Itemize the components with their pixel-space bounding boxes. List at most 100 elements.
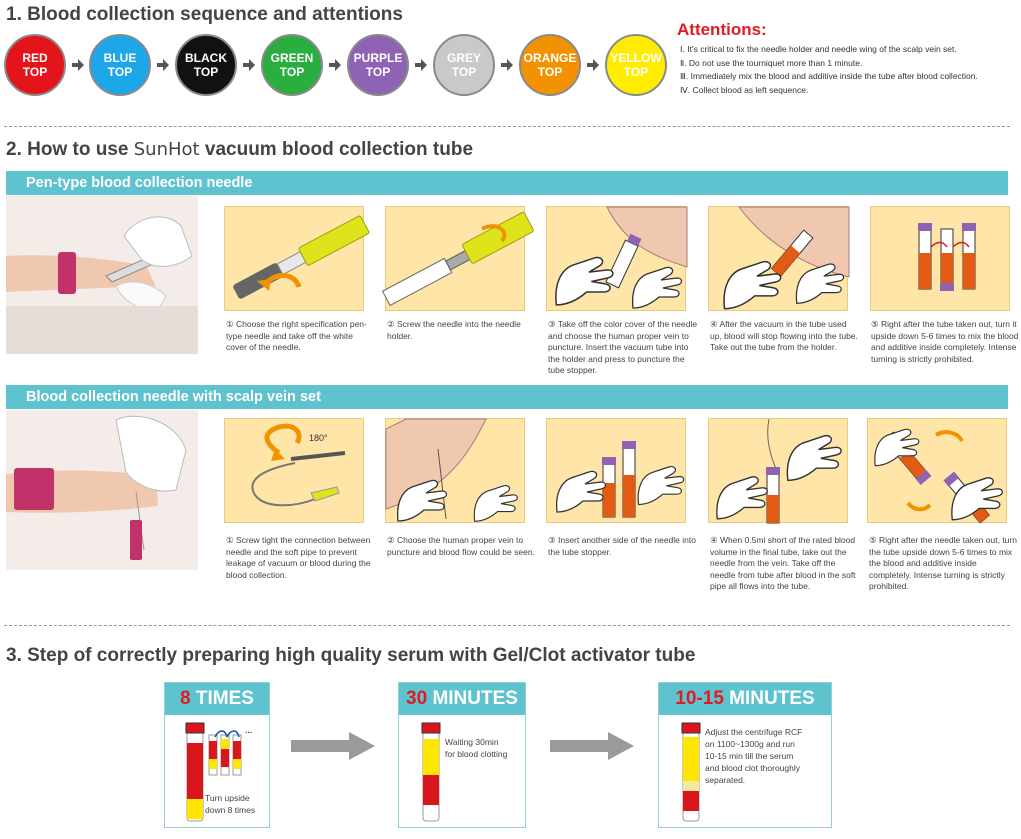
tube-label-line1: GREEN	[270, 51, 314, 65]
scalp-step-4-caption: ④ When 0.5ml short of the rated blood vo…	[710, 535, 856, 592]
scalp-step-1-caption: ① Screw tight the connection between nee…	[226, 535, 371, 580]
pen-step-3-caption: ③ Take off the color cover of the needle…	[548, 319, 698, 376]
pen-type-photo	[6, 196, 198, 354]
scalp-step-2-image	[385, 418, 525, 523]
arrow-right-icon	[157, 59, 169, 71]
serum-step-caption: down 8 times	[205, 805, 256, 815]
serum-step-unit: MINUTES	[723, 688, 815, 709]
divider	[4, 625, 1010, 626]
section-2-title: 2. How to use SunHot vacuum blood collec…	[6, 139, 473, 161]
tube-label-line1: YELLOW	[610, 51, 662, 65]
attentions-title: Attentions:	[677, 20, 767, 39]
pen-step-2-image	[381, 206, 534, 311]
attention-item: Ⅳ. Collect blood as left sequence.	[680, 84, 809, 95]
pen-step-1-image	[224, 206, 370, 311]
scalp-vein-photo	[6, 410, 198, 570]
scalp-step-1-image: 180°	[224, 418, 364, 523]
serum-step-number: 10-15	[675, 688, 724, 709]
serum-step-header: 10-15 MINUTES	[659, 683, 831, 715]
serum-step-number: 30	[406, 688, 428, 709]
tube-label-line1: BLACK	[185, 51, 227, 65]
serum-step-caption: Turn upside	[205, 793, 250, 803]
tube-label-line2: TOP	[193, 65, 219, 79]
tube-label-line1: PURPLE	[353, 51, 403, 65]
serum-step-header: 8 TIMES	[165, 683, 269, 715]
scalp-step-2-caption: ② Choose the human proper vein to punctu…	[387, 535, 535, 557]
pen-step-3-image	[546, 206, 688, 311]
pen-step-5-image	[870, 206, 1010, 311]
serum-step-8-times: 8 TIMES ... Turn upside down 8 times	[164, 682, 270, 828]
serum-step-caption: 10-15 min till the serum	[705, 751, 794, 761]
serum-step-caption: Waiting 30min	[445, 737, 499, 747]
serum-step-number: 8	[180, 688, 191, 709]
attention-item: Ⅰ. It's critical to fix the needle holde…	[680, 44, 957, 54]
section-2-title-a: 2. How to use	[6, 139, 134, 160]
tube-label-line2: TOP	[623, 65, 649, 79]
serum-step-30-minutes: 30 MINUTES Waiting 30min for blood clott…	[398, 682, 526, 828]
pen-step-2-caption: ② Screw the needle into the needle holde…	[387, 319, 521, 341]
scalp-step-3-caption: ③ Insert another side of the needle into…	[548, 535, 696, 557]
attention-item: Ⅲ. Immediately mix the blood and additiv…	[680, 71, 978, 82]
serum-step-caption: Adjust the centrifuge RCF	[705, 727, 803, 737]
serum-step-caption: separated.	[705, 775, 746, 785]
attentions-list: Ⅰ. It's critical to fix the needle holde…	[680, 43, 978, 97]
serum-step-caption: for blood clotting	[445, 749, 508, 759]
section-3-title: 3. Step of correctly preparing high qual…	[6, 645, 696, 666]
arrow-right-icon	[501, 59, 513, 71]
tube-label-line2: TOP	[107, 65, 133, 79]
tube-label-line2: TOP	[279, 65, 305, 79]
scalp-vein-band: Blood collection needle with scalp vein …	[6, 385, 1008, 409]
arrow-right-icon	[329, 59, 341, 71]
scalp-step-3-image	[546, 418, 686, 523]
section-2-title-b: vacuum blood collection tube	[199, 139, 474, 160]
scalp-step-5-caption: ⑤ Right after the needle taken out, turn…	[869, 535, 1017, 592]
scalp-step-5-image	[867, 418, 1007, 524]
serum-step-unit: MINUTES	[427, 688, 518, 709]
pen-step-5-caption: ⑤ Right after the tube taken out, turn i…	[871, 319, 1019, 364]
arrow-right-icon	[243, 59, 255, 71]
tube-label-line1: ORANGE	[523, 51, 577, 65]
arrow-right-icon	[415, 59, 427, 71]
tube-label-line1: RED	[22, 51, 48, 65]
more-dots: ...	[245, 725, 253, 735]
serum-step-unit: TIMES	[190, 688, 254, 709]
pen-step-1-caption: ① Choose the right specification pen-typ…	[226, 319, 367, 353]
serum-step-caption: and blood clot thoroughly	[705, 763, 800, 773]
arrow-right-icon	[587, 59, 599, 71]
pen-type-band: Pen-type blood collection needle	[6, 171, 1008, 195]
pen-step-4-caption: ④ After the vacuum in the tube used up, …	[710, 319, 858, 353]
serum-step-10-15-minutes: 10-15 MINUTES Adjust the centrifuge RCF …	[658, 682, 832, 828]
scalp-step-4-image	[708, 418, 848, 524]
arrow-right-icon	[291, 732, 375, 760]
serum-step-header: 30 MINUTES	[399, 683, 525, 715]
tube-label-line2: TOP	[365, 65, 391, 79]
brand-name: SunHot	[133, 139, 200, 160]
tube-label-line2: TOP	[451, 65, 477, 79]
pen-step-4-image	[708, 206, 850, 311]
tube-label-line1: BLUE	[103, 51, 137, 65]
tube-label-line2: TOP	[22, 65, 48, 79]
serum-step-caption: on 1100~1300g and run	[705, 739, 795, 749]
divider	[4, 126, 1010, 127]
section-1-title: 1. Blood collection sequence and attenti…	[6, 4, 403, 25]
attention-item: Ⅱ. Do not use the tourniquet more than 1…	[680, 57, 863, 68]
rotation-label: 180°	[309, 433, 328, 443]
tube-label-line1: GREY	[446, 51, 481, 65]
arrow-right-icon	[550, 732, 634, 760]
